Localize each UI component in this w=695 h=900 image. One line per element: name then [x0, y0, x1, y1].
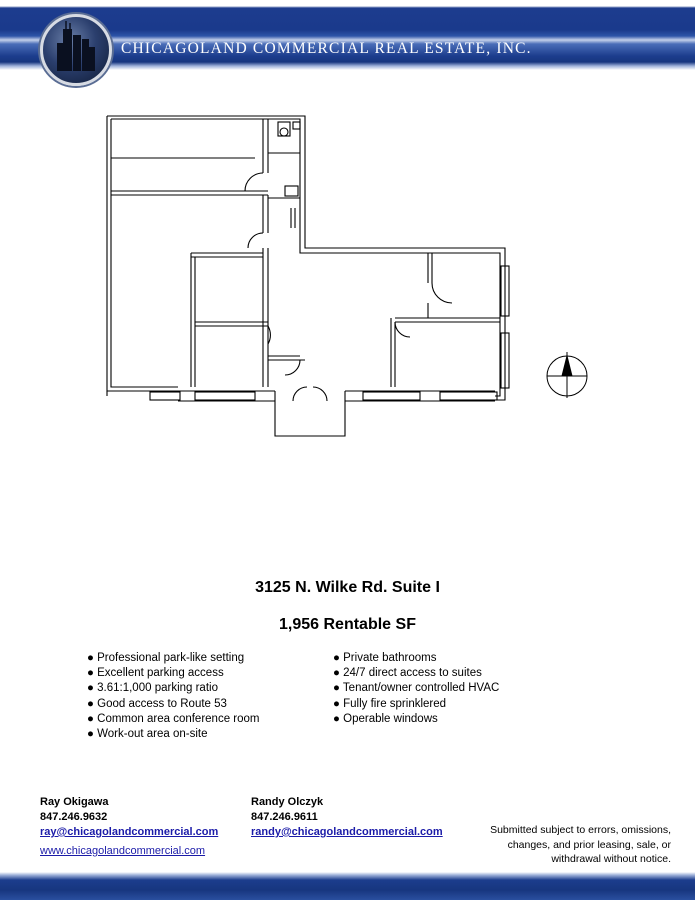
feature-item: ● Private bathrooms	[333, 652, 437, 664]
contact-ray: Ray Okigawa 847.246.9632 ray@chicagoland…	[40, 795, 218, 840]
contact-phone: 847.246.9632	[40, 811, 108, 823]
floor-plan-drawing	[106, 115, 588, 437]
feature-item: ● Good access to Route 53	[87, 697, 227, 710]
feature-item: ● Operable windows	[333, 712, 438, 725]
header-banner: CHICAGOLAND COMMERCIAL REAL ESTATE, INC.	[0, 0, 695, 86]
footer-banner	[0, 872, 695, 900]
feature-item: ● 24/7 direct access to suites	[333, 667, 482, 680]
contact-name: Randy Olczyk	[251, 796, 324, 808]
feature-item: ● Excellent parking access	[87, 667, 224, 680]
feature-item: ● Common area conference room	[87, 712, 260, 725]
skyline-logo-icon	[40, 14, 112, 86]
website-link[interactable]: www.chicagolandcommercial.com	[40, 845, 206, 857]
north-arrow-icon	[546, 352, 588, 398]
feature-item: ● 3.61:1,000 parking ratio	[87, 682, 218, 695]
company-name: CHICAGOLAND COMMERCIAL REAL ESTATE, INC.	[121, 40, 532, 57]
feature-item: ● Fully fire sprinklered	[333, 697, 447, 710]
contact-email-link[interactable]: ray@chicagolandcommercial.com	[40, 826, 219, 838]
feature-item: ● Tenant/owner controlled HVAC	[333, 682, 500, 695]
features-left-list: ● Professional park-like setting ● Excel…	[87, 651, 260, 742]
property-address: 3125 N. Wilke Rd. Suite I	[255, 579, 440, 596]
contact-email-link[interactable]: randy@chicagolandcommercial.com	[251, 826, 443, 838]
feature-item: ● Work-out area on-site	[87, 728, 208, 741]
feature-item: ● Professional park-like setting	[87, 652, 245, 664]
contact-phone: 847.246.9611	[251, 811, 318, 823]
header-background	[0, 0, 695, 80]
rentable-square-feet: 1,956 Rentable SF	[279, 616, 416, 633]
disclaimer-text: Submitted subject to errors, omissions, …	[490, 824, 671, 865]
contact-randy: Randy Olczyk 847.246.9611 randy@chicagol…	[251, 795, 443, 840]
contact-name: Ray Okigawa	[40, 796, 109, 808]
features-right-list: ● Private bathrooms ● 24/7 direct access…	[333, 651, 499, 727]
